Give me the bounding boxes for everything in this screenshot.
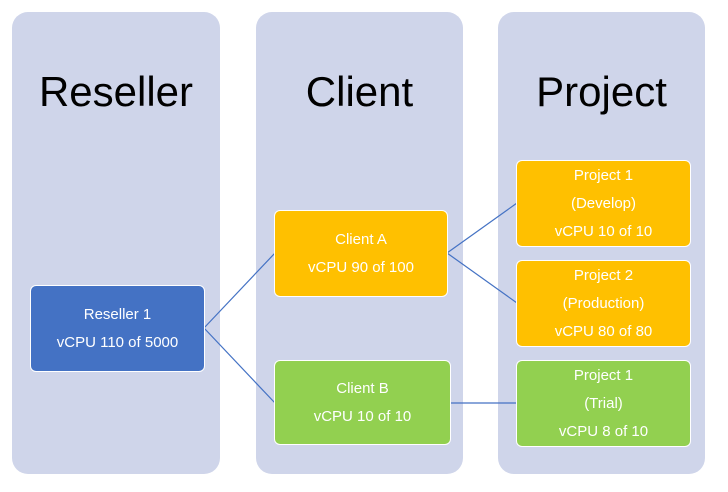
project-trial-vcpu: vCPU 8 of 10: [558, 422, 649, 440]
client-a-vcpu: vCPU 90 of 100: [308, 258, 414, 276]
project-develop-box[interactable]: Project 1 (Develop) vCPU 10 of 10: [516, 160, 691, 247]
project-trial-env: (Trial): [584, 394, 623, 412]
client-b-vcpu: vCPU 10 of 10: [313, 407, 412, 425]
project-production-box[interactable]: Project 2 (Production) vCPU 80 of 80: [516, 260, 691, 347]
project-develop-name: Project 1: [573, 166, 634, 184]
reseller-1-box[interactable]: Reseller 1 vCPU 110 of 5000: [30, 285, 205, 372]
reseller-column-title: Reseller: [38, 68, 194, 115]
project-production-vcpu: vCPU 80 of 80: [554, 322, 653, 340]
project-develop-env: (Develop): [570, 194, 637, 212]
project-trial-name: Project 1: [573, 366, 634, 384]
project-production-name: Project 2: [573, 266, 634, 284]
reseller-column: Reseller: [12, 12, 220, 474]
project-develop-vcpu: vCPU 10 of 10: [554, 222, 653, 240]
project-production-env: (Production): [562, 294, 645, 312]
client-b-name: Client B: [336, 379, 389, 397]
client-a-box[interactable]: Client A vCPU 90 of 100: [274, 210, 448, 297]
reseller-1-vcpu: vCPU 110 of 5000: [56, 333, 179, 351]
project-trial-box[interactable]: Project 1 (Trial) vCPU 8 of 10: [516, 360, 691, 447]
client-a-name: Client A: [335, 230, 387, 248]
client-b-box[interactable]: Client B vCPU 10 of 10: [274, 360, 451, 445]
client-column-title: Client: [305, 68, 414, 115]
project-column-title: Project: [536, 68, 667, 115]
reseller-1-name: Reseller 1: [83, 305, 152, 323]
